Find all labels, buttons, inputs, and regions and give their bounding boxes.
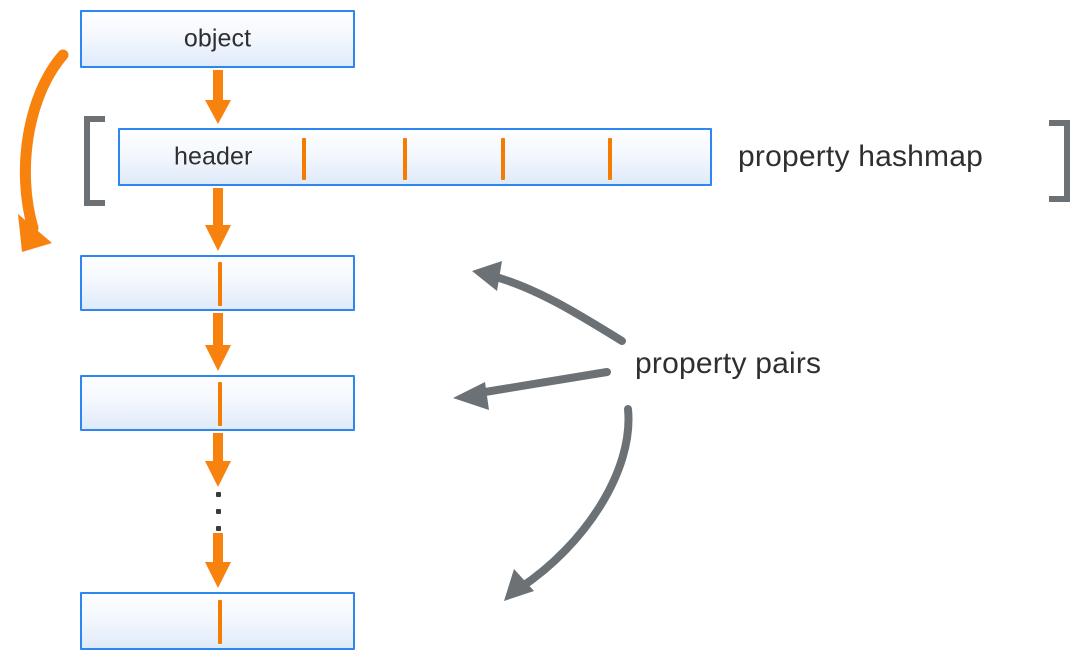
property-pair-n-divider <box>218 600 222 644</box>
orange-curved-arrow-object-to-pair1 <box>18 49 69 252</box>
gray-callout-arrow-middle <box>453 368 611 410</box>
header-slot-tick-1 <box>302 138 306 180</box>
ellipsis-dot-3 <box>216 526 221 531</box>
label-property-pairs: property pairs <box>635 347 822 380</box>
orange-arrow-pair2-to-ellipsis <box>205 433 231 487</box>
property-pair-1-divider <box>218 262 222 306</box>
orange-arrow-ellipsis-to-pairN <box>205 533 231 588</box>
header-slot-tick-4 <box>608 138 612 180</box>
node-property-pair-n[interactable] <box>80 592 355 650</box>
node-object-label: object <box>183 24 252 53</box>
bracket-left <box>84 116 105 206</box>
gray-callout-arrow-upper <box>472 261 626 345</box>
node-header[interactable]: header <box>118 128 712 186</box>
ellipsis-dot-1 <box>216 492 221 497</box>
orange-arrow-header-to-pair1 <box>205 188 231 251</box>
property-pair-2-divider <box>218 382 222 426</box>
bracket-right <box>1049 120 1070 202</box>
gray-callout-arrow-lower <box>504 405 633 601</box>
header-slot-tick-3 <box>501 138 505 180</box>
node-object[interactable]: object <box>80 10 355 68</box>
label-property-hashmap: property hashmap <box>738 140 984 173</box>
node-header-label: header <box>174 142 253 171</box>
orange-arrow-pair1-to-pair2 <box>205 313 231 371</box>
node-property-pair-2[interactable] <box>80 375 355 431</box>
ellipsis-dot-2 <box>216 509 221 514</box>
orange-arrow-object-to-header <box>205 70 231 124</box>
header-slot-tick-2 <box>403 138 407 180</box>
node-property-pair-1[interactable] <box>80 255 355 311</box>
